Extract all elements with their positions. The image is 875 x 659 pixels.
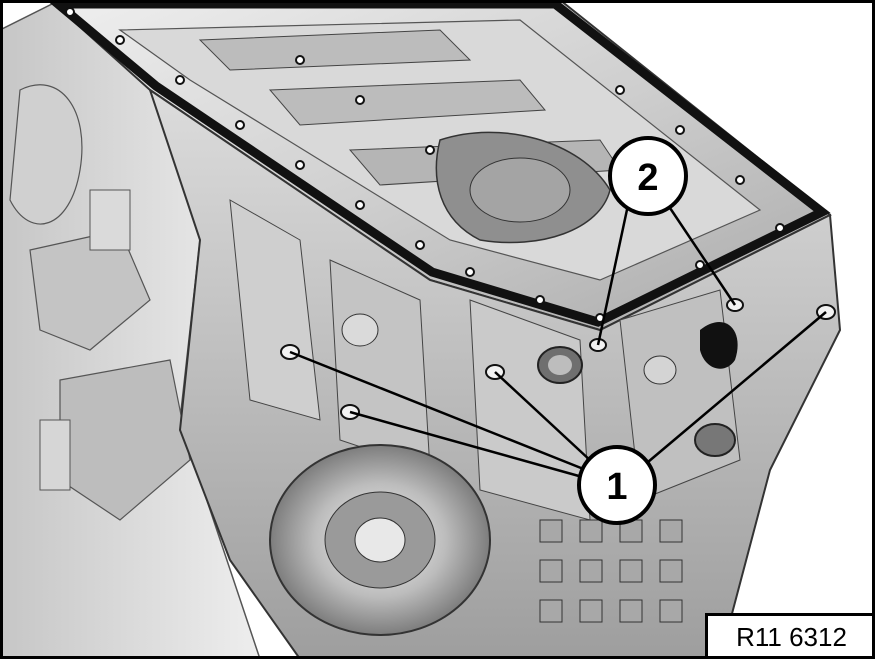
figure-reference-code: R11 6312 xyxy=(705,613,875,659)
figure-reference-text: R11 6312 xyxy=(736,622,847,652)
callout-2: 2 xyxy=(608,136,688,216)
flange-bolt-holes xyxy=(65,7,785,323)
oil-pan-flange xyxy=(46,0,832,332)
callout-1-leaders xyxy=(289,311,827,480)
callout-1: 1 xyxy=(577,445,657,525)
callout-2-label: 2 xyxy=(637,157,658,199)
callout-1-label: 1 xyxy=(606,466,627,508)
callout-2-leaders xyxy=(596,204,737,346)
